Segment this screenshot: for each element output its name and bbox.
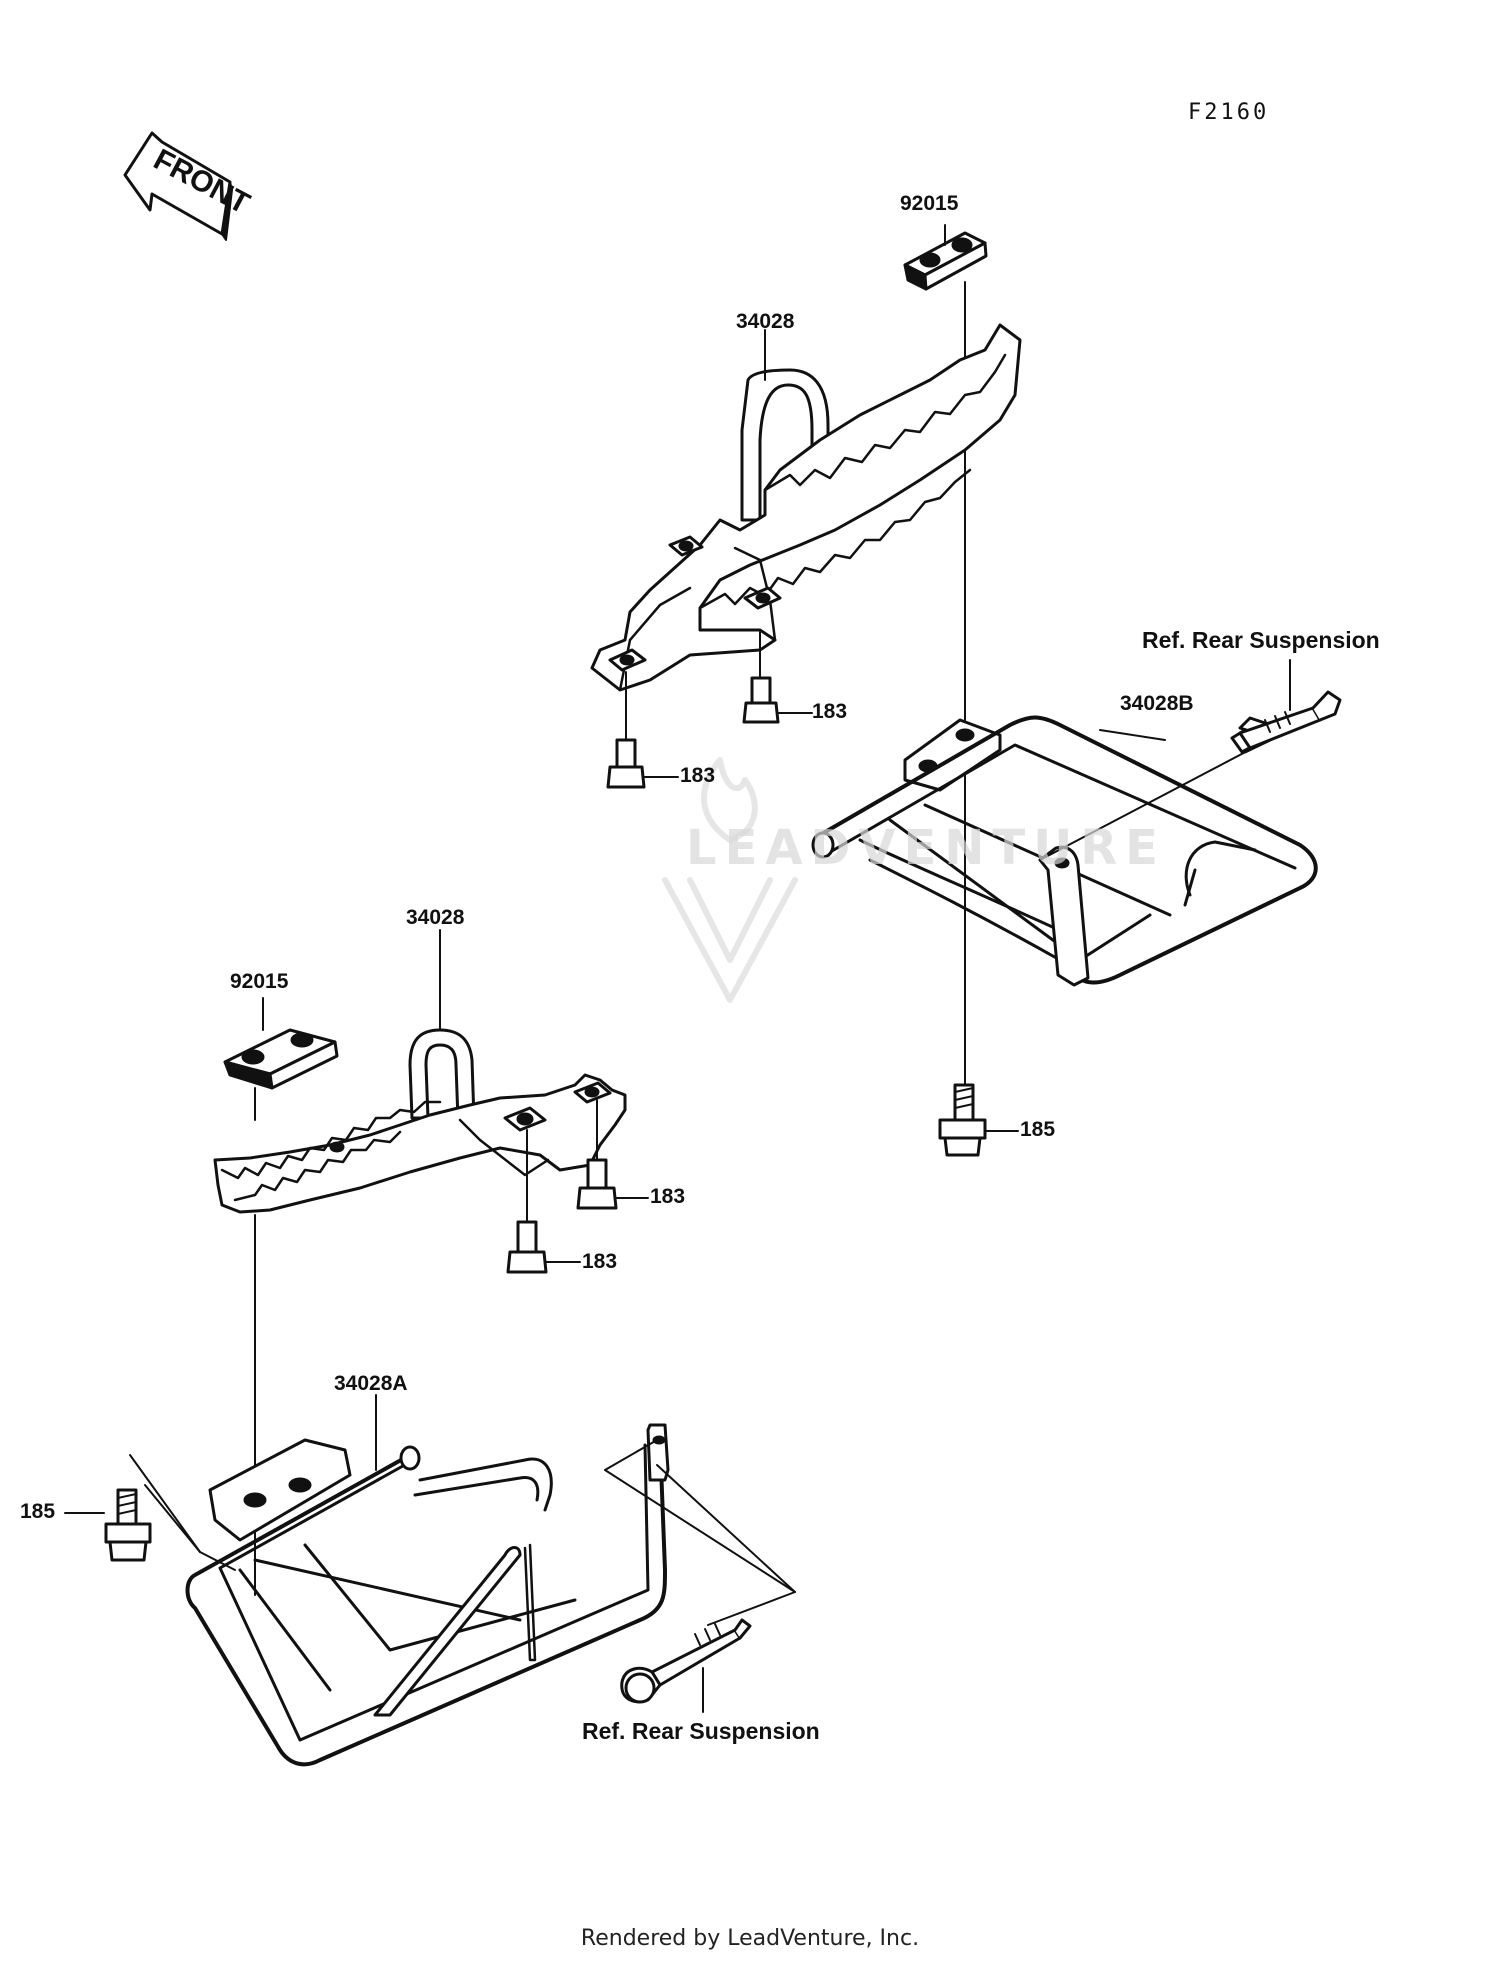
label-183-a[interactable]: 183 — [812, 700, 848, 723]
label-92015-lower[interactable]: 92015 — [230, 970, 289, 993]
label-185-left[interactable]: 185 — [20, 1500, 56, 1523]
label-183-b[interactable]: 183 — [680, 764, 716, 787]
label-34028-upper[interactable]: 34028 — [736, 310, 795, 333]
diagram-code: F2160 — [1188, 100, 1270, 125]
bolt-185-left — [64, 1488, 152, 1562]
label-34028B[interactable]: 34028B — [1120, 692, 1194, 715]
bolt-183-lower-left — [506, 1129, 581, 1274]
label-185-right[interactable]: 185 — [1020, 1118, 1056, 1141]
bolt-ref-rear-suspension-lower — [620, 1618, 752, 1713]
guard-34028B — [811, 715, 1318, 1086]
bolt-183-upper-left — [606, 671, 679, 789]
footer-credit: Rendered by LeadVenture, Inc. — [580, 1926, 920, 1951]
label-ref-rear-suspension-upper[interactable]: Ref. Rear Suspension — [1142, 627, 1380, 653]
watermark-logo-icon — [662, 757, 798, 1003]
bolt-183-upper-right — [742, 631, 813, 724]
label-ref-rear-suspension-lower[interactable]: Ref. Rear Suspension — [582, 1718, 820, 1744]
footpeg-34028-lower — [213, 1028, 627, 1596]
watermark-text: LEADVENTURE — [686, 820, 1166, 876]
label-183-d[interactable]: 183 — [582, 1250, 618, 1273]
guard-34028A — [129, 1414, 796, 1767]
label-183-c[interactable]: 183 — [650, 1185, 686, 1208]
clip-92015-upper — [903, 231, 988, 719]
label-92015-upper[interactable]: 92015 — [900, 192, 959, 215]
clip-92015-lower — [223, 1028, 339, 1121]
front-arrow-icon: FRONT — [123, 131, 255, 241]
label-34028A[interactable]: 34028A — [334, 1372, 408, 1395]
footpeg-34028-upper — [590, 323, 1022, 692]
bolt-185-right — [938, 1083, 1019, 1157]
bolt-183-lower-right — [576, 1099, 649, 1210]
label-34028-lower[interactable]: 34028 — [406, 906, 465, 929]
bolt-ref-rear-suspension-upper — [1039, 659, 1342, 861]
